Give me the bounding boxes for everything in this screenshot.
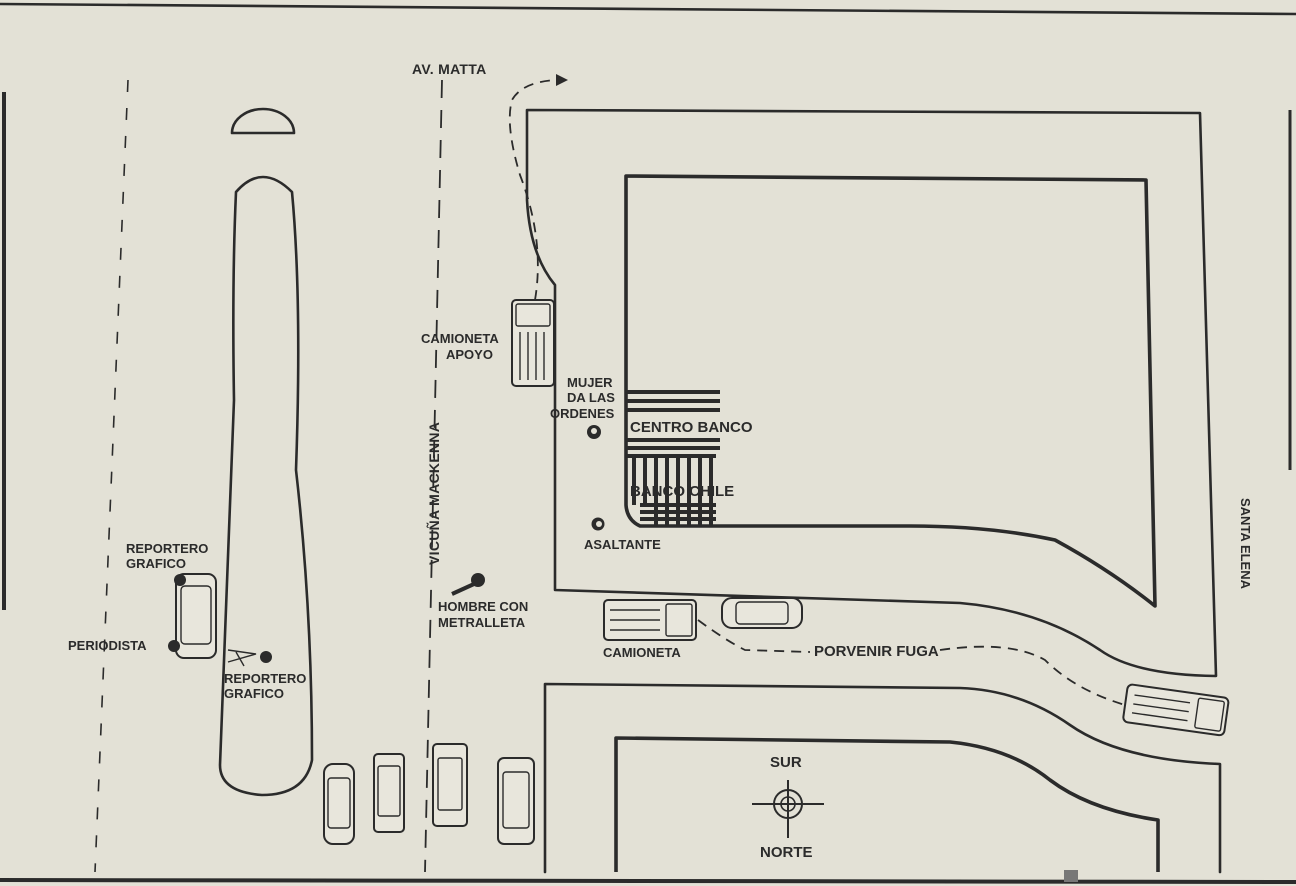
bottom-marker xyxy=(1064,870,1078,882)
street-av-matta: AV. MATTA xyxy=(412,61,487,77)
escape-route-continued xyxy=(939,645,1126,706)
bottom-border-line xyxy=(0,878,1296,884)
label-camioneta: CAMIONETA xyxy=(603,645,681,660)
label-porvenir-fuga: PORVENIR FUGA xyxy=(814,643,939,660)
parked-car-2 xyxy=(373,753,405,833)
parked-car-4 xyxy=(497,757,535,845)
robber-figure xyxy=(591,517,605,531)
label-mujer-2: DA LAS xyxy=(567,390,615,405)
roundabout-semicircle xyxy=(230,107,296,135)
lane-divider-left xyxy=(94,79,129,873)
label-reportero-bottom-1: REPORTERO xyxy=(224,671,306,686)
top-border-line xyxy=(0,2,1296,16)
parked-car-bank xyxy=(721,597,803,629)
parked-car-1 xyxy=(323,763,355,845)
journalist-figure xyxy=(168,640,180,652)
label-mujer-1: MUJER xyxy=(567,375,613,390)
street-santa-elena: SANTA ELENA xyxy=(1238,498,1253,590)
photographer-figure-top xyxy=(174,574,186,586)
woman-figure xyxy=(587,425,601,439)
getaway-truck xyxy=(603,599,697,641)
label-centro-banco: CENTRO BANCO xyxy=(630,419,753,436)
compass-label-sur: SUR xyxy=(770,754,802,771)
label-reportero-bottom-2: GRAFICO xyxy=(224,686,284,701)
support-truck-route xyxy=(508,79,557,301)
label-camioneta-apoyo-2: APOYO xyxy=(446,347,493,362)
label-hombre-2: METRALLETA xyxy=(438,615,526,630)
parked-car-3 xyxy=(432,743,468,827)
compass-label-norte: NORTE xyxy=(760,844,813,861)
street-vicuna-mackenna: VICUÑA MACKENNA xyxy=(425,422,442,565)
label-camioneta-apoyo-1: CAMIONETA xyxy=(421,331,499,346)
lane-divider-center xyxy=(424,79,443,873)
label-reportero-top-1: REPORTERO xyxy=(126,541,208,556)
south-block-outer xyxy=(543,682,1222,874)
escape-route xyxy=(697,619,811,653)
fleeing-truck xyxy=(1122,683,1230,737)
label-mujer-3: ORDENES xyxy=(550,406,615,421)
label-hombre-1: HOMBRE CON xyxy=(438,599,528,614)
label-asaltante: ASALTANTE xyxy=(584,537,661,552)
photographer-figure-bottom xyxy=(227,649,272,667)
label-periodista: PERIODISTA xyxy=(68,638,147,653)
bank-block-outer xyxy=(525,108,1218,678)
compass-rose xyxy=(752,780,824,838)
press-car xyxy=(175,573,217,659)
label-reportero-top-2: GRAFICO xyxy=(126,556,186,571)
bank-facade-verticals xyxy=(632,456,713,526)
bank-building xyxy=(624,174,1157,608)
gunman-figure xyxy=(451,573,485,596)
route-arrowhead xyxy=(556,74,568,86)
median-island xyxy=(218,175,314,797)
support-truck xyxy=(511,299,555,387)
label-banco-chile: BANCO CHILE xyxy=(630,483,734,500)
south-block-inner xyxy=(614,736,1160,872)
